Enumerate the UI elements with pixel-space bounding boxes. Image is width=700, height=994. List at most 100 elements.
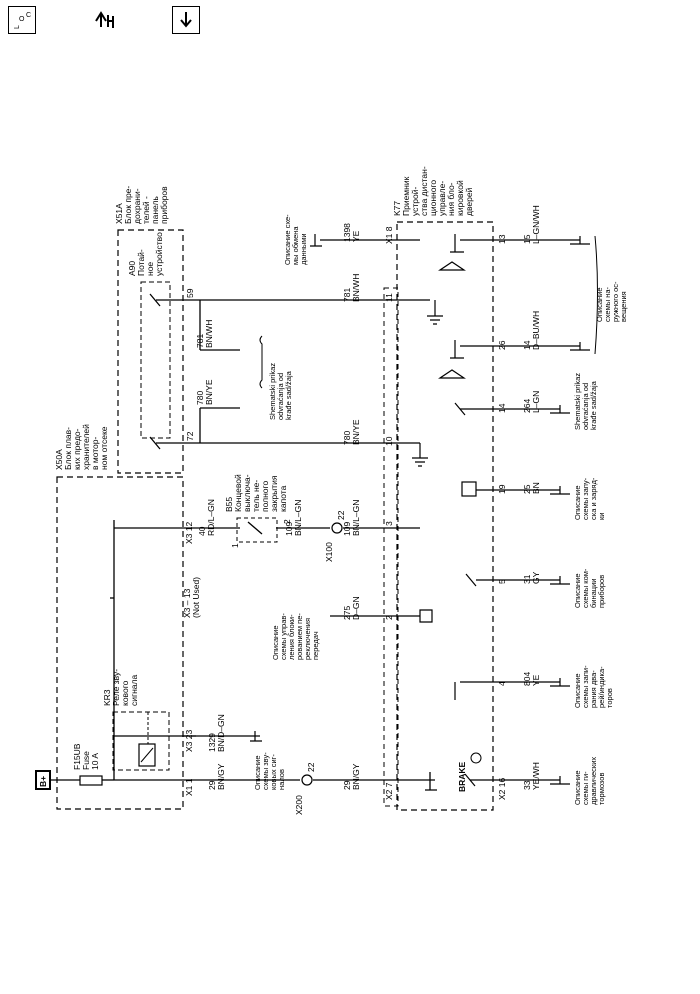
relay-coil — [138, 743, 156, 767]
x50a-line-5: ном отсеке — [99, 426, 109, 470]
wire-275-num: 275 — [342, 606, 352, 620]
wire-264-num: 264 — [522, 399, 532, 413]
ref-exterior-2: ружного ос- — [611, 281, 620, 322]
ref-exterior-1: схемы на- — [603, 286, 612, 322]
x2-connector-box — [383, 287, 399, 807]
pin-5: 5 — [497, 579, 507, 584]
a90-line-0: A90 — [127, 261, 137, 276]
pin-x3-23: X3 23 — [184, 730, 194, 752]
fuse-ref: F15UB — [72, 743, 82, 770]
ref-wipers-0: Описание — [573, 673, 582, 708]
x51a-line-0: X51A — [114, 203, 124, 224]
wire-29-num-b: 29 — [342, 780, 352, 790]
ref-data-2: данными — [299, 233, 308, 265]
wire-15-color: L–GN/WH — [531, 205, 541, 244]
svg-text:C: C — [26, 12, 31, 19]
ref-brakes-0: Описание — [573, 770, 582, 805]
kr3-line-0: KR3 — [102, 689, 112, 706]
wire-780-num: 780 — [342, 431, 352, 445]
ref-brakes-3: тормозов — [597, 773, 606, 805]
wire-781-color: BN/WH — [351, 274, 361, 302]
x200-label: X200 — [294, 795, 304, 815]
pin-x2-7: X2 7 — [384, 782, 394, 800]
b55-line-5: закрытия — [269, 475, 279, 512]
wire-31-num: 31 — [522, 574, 532, 584]
fuse-rating: 10 A — [90, 753, 100, 770]
k77-line-0: K77 — [392, 201, 402, 216]
x50a-line-1: Блок плав- — [63, 427, 73, 470]
ref-wipers-2: рания два- — [589, 670, 598, 708]
wire-40-num: 40 — [197, 526, 207, 536]
pin-72: 72 — [185, 431, 195, 441]
x51a-box — [117, 229, 184, 474]
fuse-f15ub — [79, 775, 103, 786]
b55-line-6: капота — [278, 485, 288, 512]
brake-label: BRAKE — [457, 761, 467, 792]
k77-line-2: устрой- — [410, 186, 420, 216]
x51a-line-3: телей - — [141, 196, 151, 224]
wire-29-color-b: BN/GY — [351, 763, 361, 790]
b55-line-1: Концевой — [233, 474, 243, 512]
x50a-line-2: ких предо- — [72, 428, 82, 470]
wire-1329-num: 1329 — [207, 733, 217, 752]
svg-text:L: L — [14, 25, 21, 29]
wire-14-color: D–BU/WH — [531, 311, 541, 350]
x200-connector — [301, 774, 313, 786]
wire-1398-color: YE — [351, 230, 361, 242]
ref-cluster-2: бинации — [589, 579, 598, 608]
location-icon[interactable]: L O C — [8, 6, 36, 34]
wire-109-num-a: 109 — [284, 522, 294, 536]
x51a-line-5: приборов — [159, 186, 169, 224]
ref-data-0: Описание схе- — [283, 214, 292, 265]
download-icon[interactable] — [172, 6, 200, 34]
ref-shift-1: схемы управ- — [279, 613, 288, 660]
kr3-line-2: кового — [120, 680, 130, 706]
b55-line-0: B55 — [224, 497, 234, 512]
wire-275-color: D–GN — [351, 596, 361, 620]
kr3-box — [112, 711, 170, 771]
wire-109-color-b: BN/L–GN — [351, 500, 361, 536]
connector-pin-icon[interactable] — [92, 6, 120, 34]
pin-x3-12: X3 12 — [184, 522, 194, 544]
wire-781-num: 781 — [342, 288, 352, 302]
x50a-line-3: хранителей — [81, 424, 91, 470]
pin-26: 26 — [497, 340, 507, 350]
x100-pin: 22 — [336, 510, 346, 520]
pin-10: 10 — [384, 436, 394, 446]
k77-line-6: ния бло- — [446, 182, 456, 216]
ref-cluster-3: приборов — [597, 575, 606, 608]
x50a-box — [56, 476, 184, 810]
wire-14-num: 14 — [522, 340, 532, 350]
ref-horn-1: схемы зву- — [261, 752, 270, 790]
k77-line-3: ства дистан- — [419, 166, 429, 216]
wire-781-num-b: 781 — [195, 334, 205, 348]
ref-brakes-2: дравлических — [589, 757, 598, 805]
b55-line-3: тель не- — [251, 480, 261, 512]
x200-pin: 22 — [306, 762, 316, 772]
wire-29-num: 29 — [207, 780, 217, 790]
ref-data-1: мы обмена — [291, 226, 300, 265]
b55-pin-1: 1 — [230, 543, 240, 548]
x100-label: X100 — [324, 542, 334, 562]
x50a-line-4: в мотор- — [90, 436, 100, 470]
wire-109-num-b: 109 — [342, 522, 352, 536]
ref-horn-2: ковых сиг- — [269, 754, 278, 790]
pin-2: 2 — [384, 615, 394, 620]
ref-charging-1: схемы запу- — [581, 477, 590, 520]
ref-horn-3: налов — [277, 769, 286, 790]
wire-804-num: 804 — [522, 672, 532, 686]
wire-25-color: BN — [531, 482, 541, 494]
b-plus-label: B+ — [38, 776, 48, 787]
pin-14: 14 — [497, 403, 507, 413]
ref-shift-3: рованием пе- — [295, 613, 304, 660]
wire-33-num: 33 — [522, 780, 532, 790]
x51a-line-2: дохрани- — [132, 188, 142, 224]
x3-13-label: X3 – 13 — [182, 588, 192, 618]
x51a-line-4: панель — [150, 196, 160, 224]
pin-3: 3 — [384, 521, 394, 526]
wire-780-color: BN/YE — [351, 419, 361, 445]
ref-shift-0: Описание — [271, 625, 280, 660]
ref-shift-5: передач — [311, 631, 320, 660]
k77-line-1: Приемник — [401, 176, 411, 216]
